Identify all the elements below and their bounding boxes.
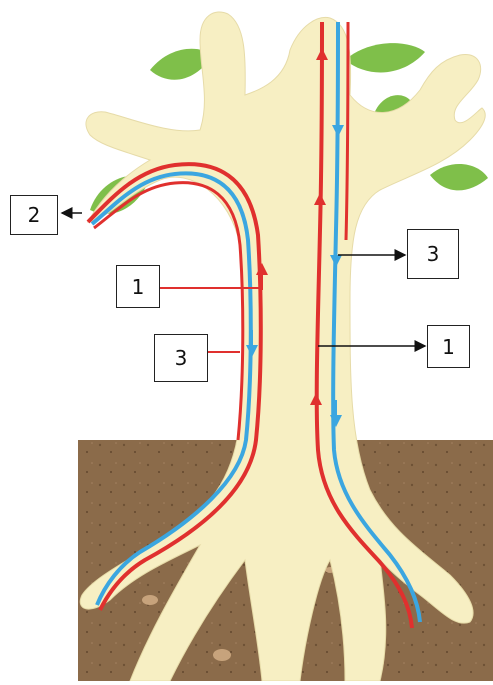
label-box-3-right: 3 bbox=[407, 229, 459, 279]
label-box-1-left: 1 bbox=[116, 265, 160, 308]
label-box-2: 2 bbox=[10, 195, 58, 235]
label-box-1-right: 1 bbox=[427, 325, 470, 368]
label-box-3-left: 3 bbox=[154, 334, 208, 382]
label-text: 3 bbox=[427, 242, 440, 266]
soil-pebble bbox=[142, 595, 158, 605]
label-text: 1 bbox=[442, 335, 455, 359]
soil-pebble bbox=[213, 649, 231, 661]
label-text: 3 bbox=[175, 346, 188, 370]
leaf bbox=[345, 43, 425, 72]
phloem-line-left-outer bbox=[94, 183, 243, 440]
label-text: 2 bbox=[28, 203, 41, 227]
leaf bbox=[430, 164, 488, 190]
label-text: 1 bbox=[132, 275, 145, 299]
